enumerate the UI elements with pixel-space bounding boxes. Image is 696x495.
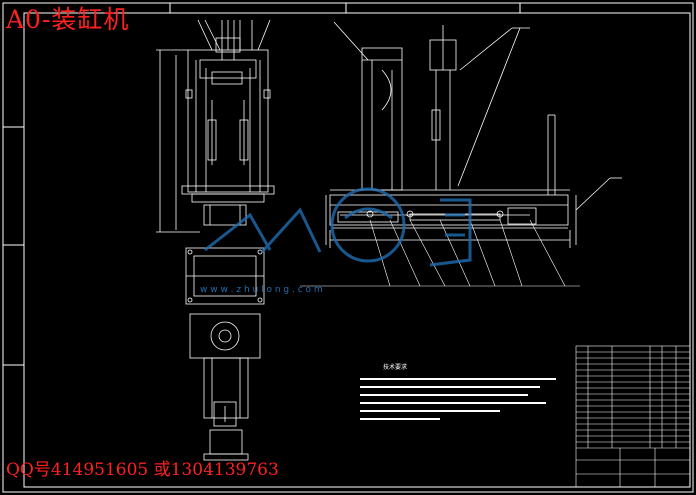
- contact-overlay: QQ号414951605 或1304139763: [6, 460, 279, 480]
- technical-notes-title: 技术要求: [383, 364, 408, 371]
- side-elevation-view: [325, 21, 622, 248]
- technical-notes: [360, 378, 556, 420]
- part-leader-lines: [300, 219, 580, 287]
- plan-view: [185, 247, 265, 461]
- drawing-title-overlay: A0-装缸机: [6, 5, 130, 34]
- front-elevation-view: [156, 19, 275, 233]
- watermark-logo: [204, 187, 472, 267]
- title-block: [575, 345, 691, 488]
